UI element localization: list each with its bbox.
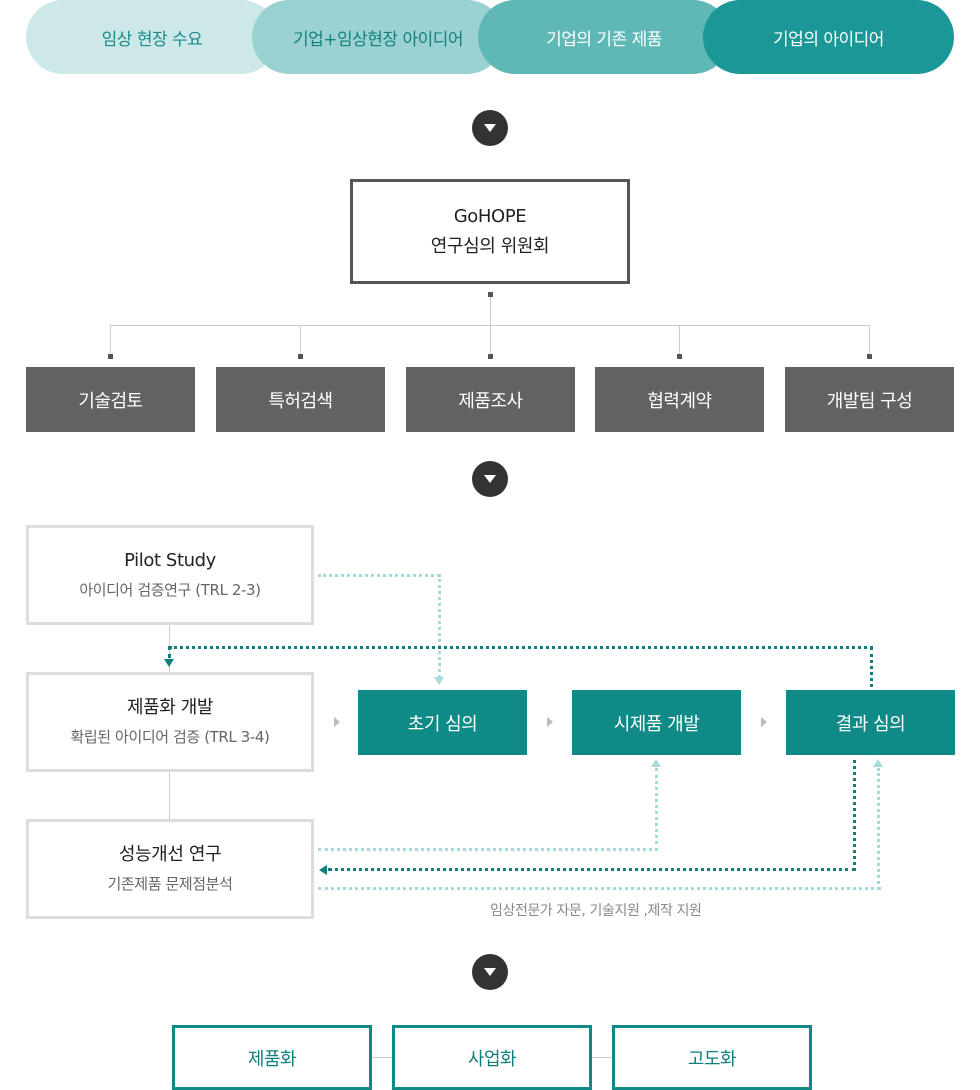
connector-line [370, 1057, 394, 1058]
down-arrow-icon [472, 954, 508, 990]
connector-dot [298, 354, 303, 359]
committee-title: 연구심의 위원회 [430, 235, 550, 257]
connector-line [318, 848, 658, 851]
outcome-label: 제품화 [247, 1048, 297, 1070]
connector-line [490, 325, 491, 354]
up-arrow-icon [651, 759, 661, 767]
source-label: 기업의 아이디어 [773, 29, 884, 50]
right-arrow-icon [334, 717, 340, 727]
source-pill-clinical-demand: 임상 현장 수요 [26, 0, 278, 74]
task-patent-search: 특허검색 [216, 367, 385, 432]
connector-line [853, 760, 856, 871]
outcome-productization: 제품화 [172, 1025, 372, 1090]
connector-line [869, 325, 870, 354]
right-arrow-icon [547, 717, 553, 727]
stage-label: 결과 심의 [835, 713, 906, 735]
source-pill-company-idea: 기업의 아이디어 [703, 0, 954, 74]
left-arrow-icon [319, 865, 327, 875]
connector-dot [488, 292, 493, 297]
support-note: 임상전문가 자문, 기술지원 ,제작 지원 [490, 903, 702, 919]
source-pill-joint-idea: 기업+임상현장 아이디어 [252, 0, 504, 74]
study-subtitle: 아이디어 검증연구 (TRL 2-3) [79, 581, 261, 599]
down-arrow-icon [472, 461, 508, 497]
task-label: 특허검색 [268, 390, 333, 412]
up-arrow-icon [873, 759, 883, 767]
performance-study-box: 성능개선 연구 기존제품 문제점분석 [26, 819, 314, 919]
down-arrow-icon [164, 659, 174, 667]
pilot-study-box: Pilot Study 아이디어 검증연구 (TRL 2-3) [26, 525, 314, 625]
connector-line [318, 887, 881, 890]
connector-line [169, 646, 873, 649]
study-title: Pilot Study [124, 550, 216, 571]
task-label: 협력계약 [647, 390, 712, 412]
stage-label: 초기 심의 [407, 713, 478, 735]
task-tech-review: 기술검토 [26, 367, 195, 432]
task-dev-team: 개발팀 구성 [785, 367, 954, 432]
connector-line [168, 646, 171, 658]
task-label: 개발팀 구성 [826, 390, 913, 412]
task-label: 제품조사 [458, 390, 523, 412]
outcome-label: 고도화 [687, 1048, 737, 1070]
connector-dot [677, 354, 682, 359]
source-label: 임상 현장 수요 [101, 29, 203, 50]
source-label: 기업의 기존 제품 [546, 29, 662, 50]
connector-line [870, 647, 873, 687]
connector-line [679, 325, 680, 354]
down-arrow-icon [472, 110, 508, 146]
stage-label: 시제품 개발 [613, 713, 700, 735]
connector-line [590, 1057, 614, 1058]
connector-line [877, 768, 880, 890]
connector-line [110, 325, 111, 354]
down-arrow-icon [434, 677, 444, 685]
committee-name: GoHOPE [453, 205, 527, 227]
stage-result-review: 결과 심의 [786, 690, 955, 755]
outcome-advancement: 고도화 [612, 1025, 812, 1090]
study-title: 성능개선 연구 [118, 844, 222, 865]
connector-dot [867, 354, 872, 359]
connector-line [655, 768, 658, 851]
study-subtitle: 확립된 아이디어 검증 (TRL 3-4) [70, 728, 270, 746]
committee-box: GoHOPE 연구심의 위원회 [350, 179, 630, 284]
connector-line [490, 297, 491, 325]
outcome-label: 사업화 [467, 1048, 517, 1070]
task-cooperation-contract: 협력계약 [595, 367, 764, 432]
source-label: 기업+임상현장 아이디어 [292, 29, 464, 50]
task-product-research: 제품조사 [406, 367, 575, 432]
connector-line [328, 868, 856, 871]
right-arrow-icon [761, 717, 767, 727]
connector-line [438, 574, 441, 678]
study-subtitle: 기존제품 문제점분석 [107, 875, 233, 893]
outcome-commercialization: 사업화 [392, 1025, 592, 1090]
stage-prototype-dev: 시제품 개발 [572, 690, 741, 755]
productization-box: 제품화 개발 확립된 아이디어 검증 (TRL 3-4) [26, 672, 314, 772]
stage-initial-review: 초기 심의 [358, 690, 527, 755]
connector-line [318, 574, 440, 577]
connector-dot [108, 354, 113, 359]
task-label: 기술검토 [78, 390, 143, 412]
connector-dot [488, 354, 493, 359]
source-pill-existing-product: 기업의 기존 제품 [478, 0, 730, 74]
connector-line [300, 325, 301, 354]
study-title: 제품화 개발 [126, 697, 214, 718]
